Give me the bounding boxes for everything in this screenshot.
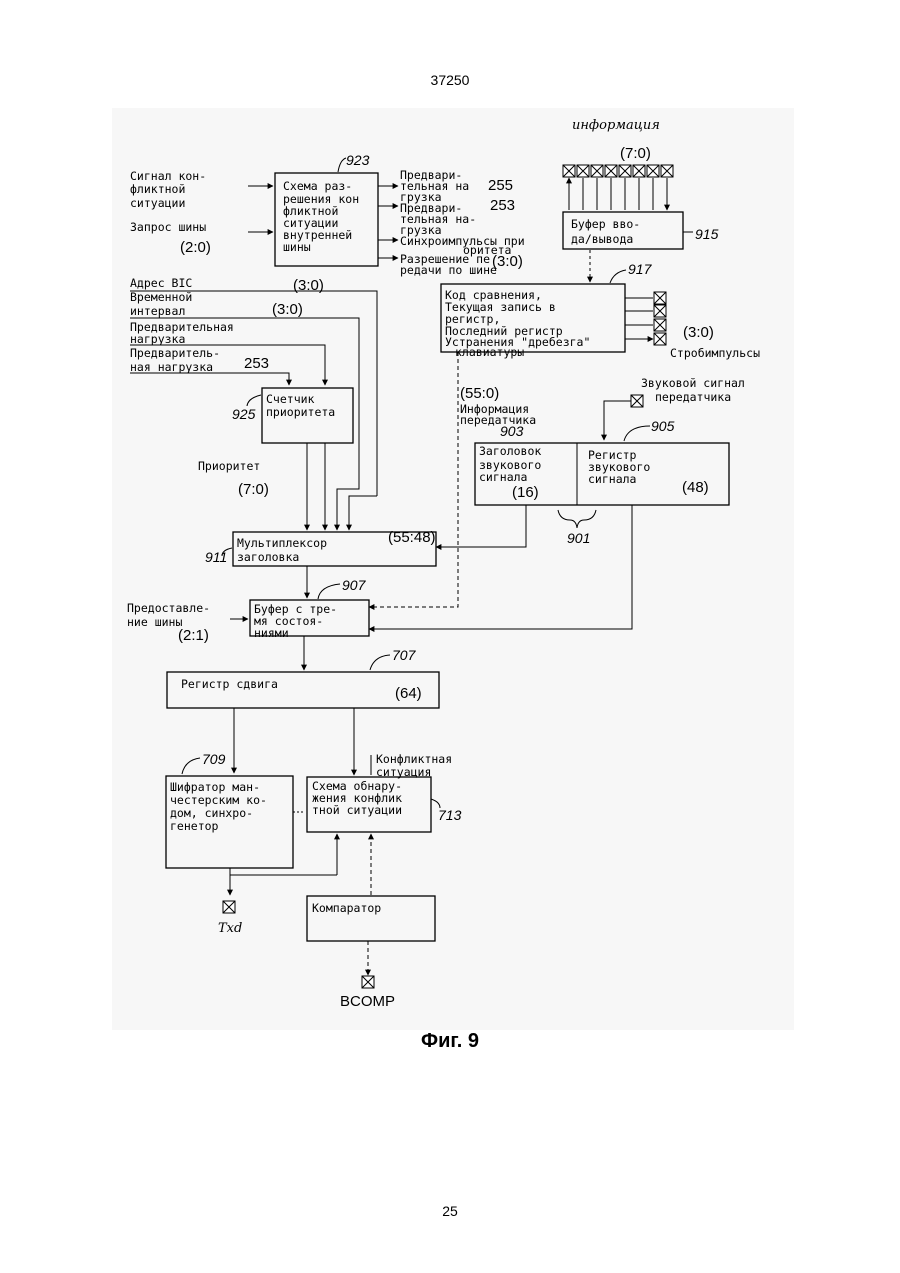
- out-923-value-253: 253: [490, 197, 515, 214]
- ref-903: 903: [500, 423, 524, 439]
- time-interval-bits: (3:0): [272, 301, 303, 318]
- svg-text:Регистр сдвига: Регистр сдвига: [181, 677, 278, 691]
- preload-2-label-1: Предваритель-: [130, 346, 220, 360]
- out-923-value-255: 255: [488, 177, 513, 194]
- svg-text:сигнала: сигнала: [588, 472, 636, 486]
- bus-request-label: Запрос шины: [130, 220, 206, 234]
- ref-901: 901: [567, 530, 590, 546]
- out-923-value-bits: (3:0): [492, 253, 523, 270]
- bus-grant-label-1: Предоставле-: [127, 601, 210, 615]
- preload-2-label-2: ная нагрузка: [130, 360, 213, 374]
- svg-text:(48): (48): [682, 479, 709, 496]
- svg-text:(16): (16): [512, 484, 539, 501]
- svg-text:ниями: ниями: [254, 626, 289, 640]
- svg-text:шины: шины: [283, 240, 311, 254]
- svg-text:генетор: генетор: [170, 819, 219, 833]
- top-right-note: информация: [572, 118, 660, 133]
- svg-text:Схема раз-: Схема раз-: [283, 179, 352, 193]
- svg-text:Счетчик: Счетчик: [266, 392, 315, 406]
- conflict-output-1: Конфликтная: [376, 752, 452, 766]
- ref-707: 707: [392, 647, 417, 663]
- time-interval-label-1: Временной: [130, 290, 192, 304]
- svg-text:тной ситуации: тной ситуации: [312, 803, 402, 817]
- svg-text:приоритета: приоритета: [266, 405, 335, 419]
- priority-label: Приоритет: [198, 459, 260, 473]
- priority-bits: (7:0): [238, 481, 269, 498]
- strobe-label: Стробимпульсы: [670, 346, 760, 360]
- ref-713: 713: [438, 807, 462, 823]
- conflict-output-2: ситуация: [376, 765, 431, 779]
- top-right-bus-bits: (7:0): [620, 145, 651, 162]
- preload-2-value: 253: [244, 355, 269, 372]
- audio-input-pin: [631, 395, 643, 407]
- ref-907: 907: [342, 577, 367, 593]
- ref-905: 905: [651, 418, 675, 434]
- svg-text:Шифратор ман-: Шифратор ман-: [170, 780, 260, 794]
- ref-915: 915: [695, 226, 719, 242]
- ref-925: 925: [232, 406, 256, 422]
- txd-pin: [223, 901, 235, 913]
- page-number: 25: [0, 1203, 900, 1219]
- txd-label: Txd: [218, 921, 242, 936]
- bus-grant-bits: (2:1): [178, 627, 209, 644]
- strobe-bits: (3:0): [683, 324, 714, 341]
- bcomp-pin: [362, 976, 374, 988]
- bus-request-bits: (2:0): [180, 239, 211, 256]
- preload-1-label-2: нагрузка: [130, 332, 185, 346]
- svg-text:дом, синхро-: дом, синхро-: [170, 806, 253, 820]
- svg-text:(64): (64): [395, 685, 422, 702]
- svg-text:клавиатуры: клавиатуры: [455, 345, 524, 359]
- svg-text:Заголовок: Заголовок: [479, 444, 541, 458]
- svg-text:Буфер вво-: Буфер вво-: [571, 217, 640, 231]
- ref-709: 709: [202, 751, 226, 767]
- time-interval-label-2: интервал: [130, 304, 185, 318]
- svg-text:заголовка: заголовка: [237, 550, 299, 564]
- out-923-text-10: редачи по шине: [400, 263, 497, 277]
- bic-address-label: Адрес BIC: [130, 276, 192, 290]
- svg-text:сигнала: сигнала: [479, 470, 527, 484]
- audio-input-label-2: передатчика: [655, 390, 731, 404]
- svg-text:честерским ко-: честерским ко-: [170, 793, 267, 807]
- svg-text:Компаратор: Компаратор: [312, 901, 381, 915]
- conflict-input-1: Сигнал кон-: [130, 169, 206, 183]
- ref-917: 917: [628, 261, 653, 277]
- ref-923: 923: [346, 152, 370, 168]
- svg-text:да/вывода: да/вывода: [571, 232, 633, 246]
- conflict-input-2: фликтной: [130, 182, 185, 196]
- svg-text:Мультиплексор: Мультиплексор: [237, 536, 327, 550]
- transmitter-info-bits: (55:0): [460, 385, 499, 402]
- figure-caption: Фиг. 9: [0, 1030, 900, 1053]
- bus-grant-label-2: ние шины: [127, 615, 182, 629]
- transmitter-info-label-2: передатчика: [460, 413, 536, 427]
- conflict-input-3: ситуации: [130, 196, 185, 210]
- bcomp-label: BCOMP: [340, 993, 395, 1010]
- audio-input-label-1: Звуковой сигнал: [641, 376, 745, 390]
